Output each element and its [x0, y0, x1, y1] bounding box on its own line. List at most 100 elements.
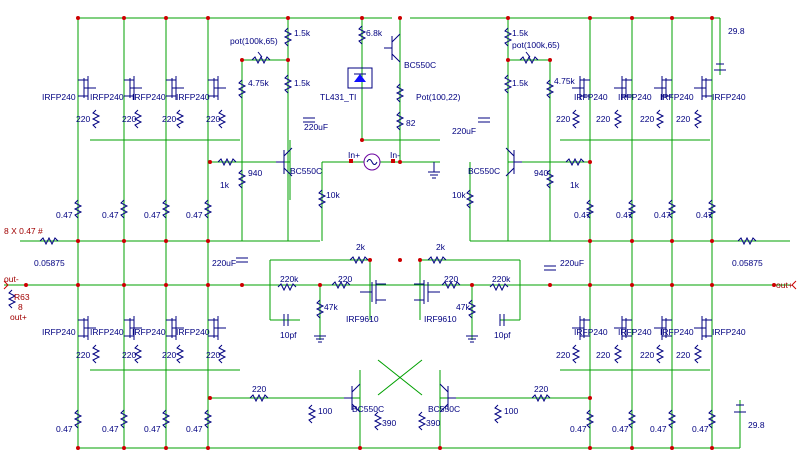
label-220-t5: 220: [556, 114, 570, 124]
label-047-t5: 0.47: [574, 210, 591, 220]
label-047-b7: 0.47: [650, 424, 667, 434]
label-irfp240-b8: IRFP240: [712, 327, 746, 337]
label-047-t8: 0.47: [696, 210, 713, 220]
label-220-ir: 220: [444, 274, 458, 284]
terminal-icons: [3, 280, 797, 290]
label-supply-bottom: 29.8: [748, 420, 765, 430]
label-005875-l: 0.05875: [34, 258, 65, 268]
label-220-b8: 220: [676, 350, 690, 360]
label-220-t1: 220: [76, 114, 90, 124]
label-irf9610-r: IRF9610: [424, 314, 457, 324]
capacitor-icons: [236, 117, 556, 326]
wires: [4, 17, 790, 449]
label-out-plus-l: out+: [10, 312, 27, 322]
label-82: 82: [406, 118, 416, 128]
label-390-l: 390: [382, 418, 396, 428]
label-1-5k-r2: 1.5k: [512, 78, 529, 88]
label-047-b5: 0.47: [570, 424, 587, 434]
label-047-b6: 0.47: [612, 424, 629, 434]
label-bc550c-ref: BC550C: [404, 60, 436, 70]
label-10k-r: 10k: [452, 190, 466, 200]
label-out-plus-r: out+: [776, 280, 793, 290]
label-047-t2: 0.47: [102, 210, 119, 220]
label-220-t7: 220: [640, 114, 654, 124]
label-irfp240-b4: IRFP240: [176, 327, 210, 337]
label-irfp240-b5: IRFP240: [574, 327, 608, 337]
label-220-b1: 220: [76, 350, 90, 360]
label-irfp240-t8: IRFP240: [712, 92, 746, 102]
label-220-ll: 220: [252, 384, 266, 394]
label-6-8k: 6.8k: [366, 28, 383, 38]
label-220-t8: 220: [676, 114, 690, 124]
label-10pf-l: 10pf: [280, 330, 297, 340]
label-tl431: TL431_TI: [320, 92, 356, 102]
label-bc550c-ur: BC550C: [468, 166, 500, 176]
label-047-t7: 0.47: [654, 210, 671, 220]
label-220k-r: 220k: [492, 274, 511, 284]
label-220uf-r1: 220uF: [452, 126, 476, 136]
label-047-b2: 0.47: [102, 424, 119, 434]
label-047-b1: 0.47: [56, 424, 73, 434]
label-220-b3: 220: [162, 350, 176, 360]
label-4-75k-l: 4.75k: [248, 78, 270, 88]
label-bc550c-ll: BC550C: [352, 404, 384, 414]
label-220uf-l2: 220uF: [212, 258, 236, 268]
label-r63-val: 8: [18, 302, 23, 312]
label-in-plus: In+: [348, 150, 360, 160]
label-res-array: 8 X 0.47 #: [4, 226, 43, 236]
tl431-icon: [347, 67, 373, 89]
label-220-t4: 220: [206, 114, 220, 124]
label-220uf-l1: 220uF: [304, 122, 328, 132]
label-4-75k-r: 4.75k: [554, 76, 576, 86]
label-irfp240-t6: IRFP240: [618, 92, 652, 102]
label-047-b4: 0.47: [186, 424, 203, 434]
mosfet-icons: [78, 76, 712, 340]
junction-dots: [24, 16, 776, 450]
label-47k-r: 47k: [456, 302, 470, 312]
label-047-b3: 0.47: [144, 424, 161, 434]
signal-source-icon: [349, 153, 395, 171]
label-10pf-r: 10pf: [494, 330, 511, 340]
bjt-icons: [276, 33, 522, 413]
ground-icons: [314, 63, 746, 413]
label-irfp240-b3: IRFP240: [132, 327, 166, 337]
label-irfp240-b2: IRFP240: [90, 327, 124, 337]
label-10k-l: 10k: [326, 190, 340, 200]
label-220-b5: 220: [556, 350, 570, 360]
label-irfp240-b1: IRFP240: [42, 327, 76, 337]
label-1-5k-l2: 1.5k: [294, 78, 311, 88]
label-47k-l: 47k: [324, 302, 338, 312]
label-220-b7: 220: [640, 350, 654, 360]
label-bc550c-ul: BC550C: [290, 166, 322, 176]
label-220-t6: 220: [596, 114, 610, 124]
label-pot-r: pot(100k,65): [512, 40, 560, 50]
label-in-minus: In-: [390, 150, 400, 160]
label-1k-r: 1k: [570, 180, 580, 190]
label-r63: R63: [14, 292, 30, 302]
label-bc550c-lr: BC550C: [428, 404, 460, 414]
label-047-b8: 0.47: [692, 424, 709, 434]
label-1k-l: 1k: [220, 180, 230, 190]
label-047-t1: 0.47: [56, 210, 73, 220]
label-irfp240-t4: IRFP240: [176, 92, 210, 102]
label-supply-top: 29.8: [728, 26, 745, 36]
label-220-lr: 220: [534, 384, 548, 394]
label-irfp240-b7: IRFP240: [660, 327, 694, 337]
label-220-t3: 220: [162, 114, 176, 124]
label-100-l: 100: [318, 406, 332, 416]
label-irfp240-t3: IRFP240: [132, 92, 166, 102]
label-220-b2: 220: [122, 350, 136, 360]
label-940-r: 940: [534, 168, 548, 178]
label-220-t2: 220: [122, 114, 136, 124]
label-pot-l: pot(100k,65): [230, 36, 278, 46]
label-220-b6: 220: [596, 350, 610, 360]
label-220-b4: 220: [206, 350, 220, 360]
label-irfp240-t2: IRFP240: [90, 92, 124, 102]
label-047-t4: 0.47: [186, 210, 203, 220]
potentiometer-icons: [251, 51, 539, 65]
label-1-5k-r1: 1.5k: [512, 28, 529, 38]
label-100-r: 100: [504, 406, 518, 416]
label-390-r: 390: [426, 418, 440, 428]
label-220-il: 220: [338, 274, 352, 284]
